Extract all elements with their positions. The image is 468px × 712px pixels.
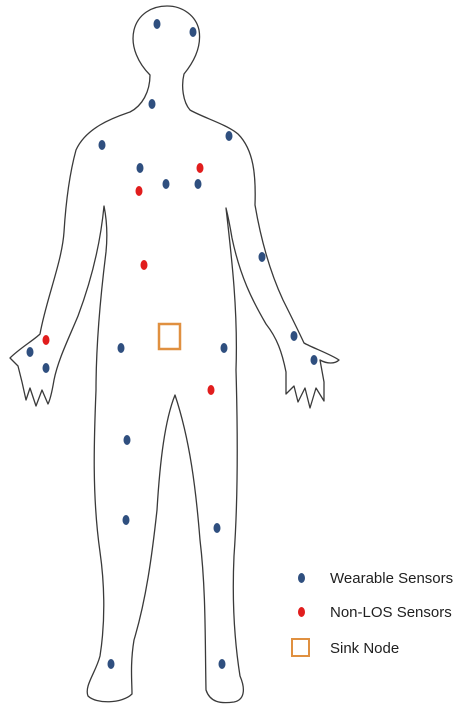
wearable-sensor bbox=[226, 131, 233, 141]
non-los-sensor bbox=[197, 163, 204, 173]
wearable-sensor bbox=[154, 19, 161, 29]
sink-node bbox=[159, 324, 180, 349]
legend-item-non-los: Non-LOS Sensors bbox=[288, 596, 463, 630]
wearable-sensor-icon bbox=[298, 573, 305, 583]
non-los-sensor bbox=[136, 186, 143, 196]
wearable-sensor bbox=[190, 27, 197, 37]
legend-item-sink: Sink Node bbox=[288, 632, 463, 666]
wearable-sensor bbox=[149, 99, 156, 109]
wearable-sensor bbox=[27, 347, 34, 357]
wearable-sensor bbox=[259, 252, 266, 262]
non-los-sensor-icon bbox=[298, 607, 305, 617]
wearable-sensor bbox=[219, 659, 226, 669]
wearable-sensor bbox=[291, 331, 298, 341]
wearable-sensor bbox=[99, 140, 106, 150]
non-los-sensor bbox=[43, 335, 50, 345]
wearable-sensor bbox=[123, 515, 130, 525]
wearable-sensor bbox=[43, 363, 50, 373]
wearable-sensor bbox=[311, 355, 318, 365]
sink-node-icon bbox=[291, 638, 310, 657]
wearable-sensor bbox=[195, 179, 202, 189]
wearable-sensor bbox=[118, 343, 125, 353]
legend-item-wearable: Wearable Sensors bbox=[288, 562, 463, 596]
legend: Wearable Sensors Non-LOS Sensors Sink No… bbox=[288, 562, 463, 666]
wearable-sensor bbox=[163, 179, 170, 189]
wearable-sensor bbox=[108, 659, 115, 669]
legend-label-sink: Sink Node bbox=[330, 640, 399, 658]
wearable-sensor bbox=[214, 523, 221, 533]
legend-label-non-los: Non-LOS Sensors bbox=[330, 604, 452, 622]
non-los-sensor bbox=[141, 260, 148, 270]
wearable-sensor bbox=[221, 343, 228, 353]
wearable-sensor bbox=[124, 435, 131, 445]
non-los-sensor bbox=[208, 385, 215, 395]
wearable-sensor bbox=[137, 163, 144, 173]
legend-label-wearable: Wearable Sensors bbox=[330, 570, 453, 588]
